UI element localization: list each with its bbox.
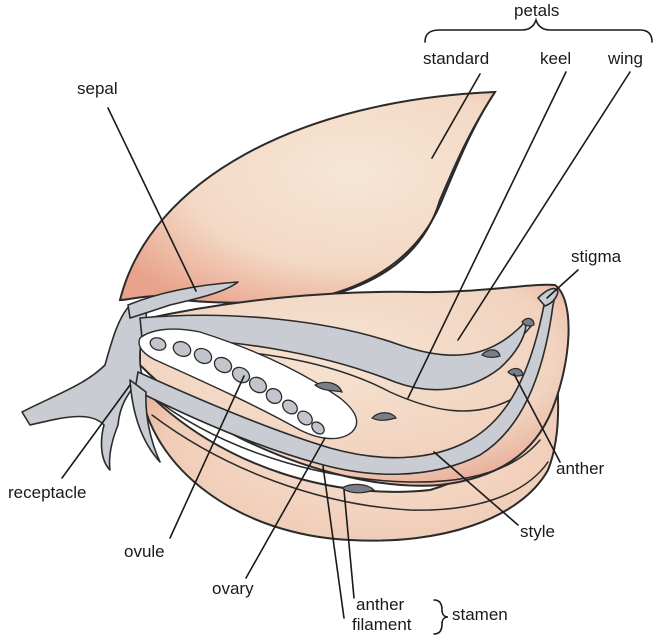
anther-label-bottom: anther — [356, 596, 404, 613]
style-label: style — [520, 523, 555, 540]
standard-petal — [120, 92, 495, 303]
stamen-label: stamen — [452, 606, 508, 623]
ovary-label: ovary — [212, 580, 254, 597]
petals-brace — [425, 20, 652, 42]
stigma-label: stigma — [571, 248, 621, 265]
standard-label: standard — [423, 50, 489, 67]
wing-label: wing — [608, 50, 643, 67]
receptacle-label: receptacle — [8, 484, 86, 501]
keel-label: keel — [540, 50, 571, 67]
filament-label: filament — [352, 616, 412, 633]
sepal-label: sepal — [77, 80, 118, 97]
stamen-brace — [434, 600, 448, 634]
petals-label: petals — [514, 2, 559, 19]
receptacle-shape — [22, 304, 146, 470]
ovule-label: ovule — [124, 543, 165, 560]
anther-label-right: anther — [556, 460, 604, 477]
